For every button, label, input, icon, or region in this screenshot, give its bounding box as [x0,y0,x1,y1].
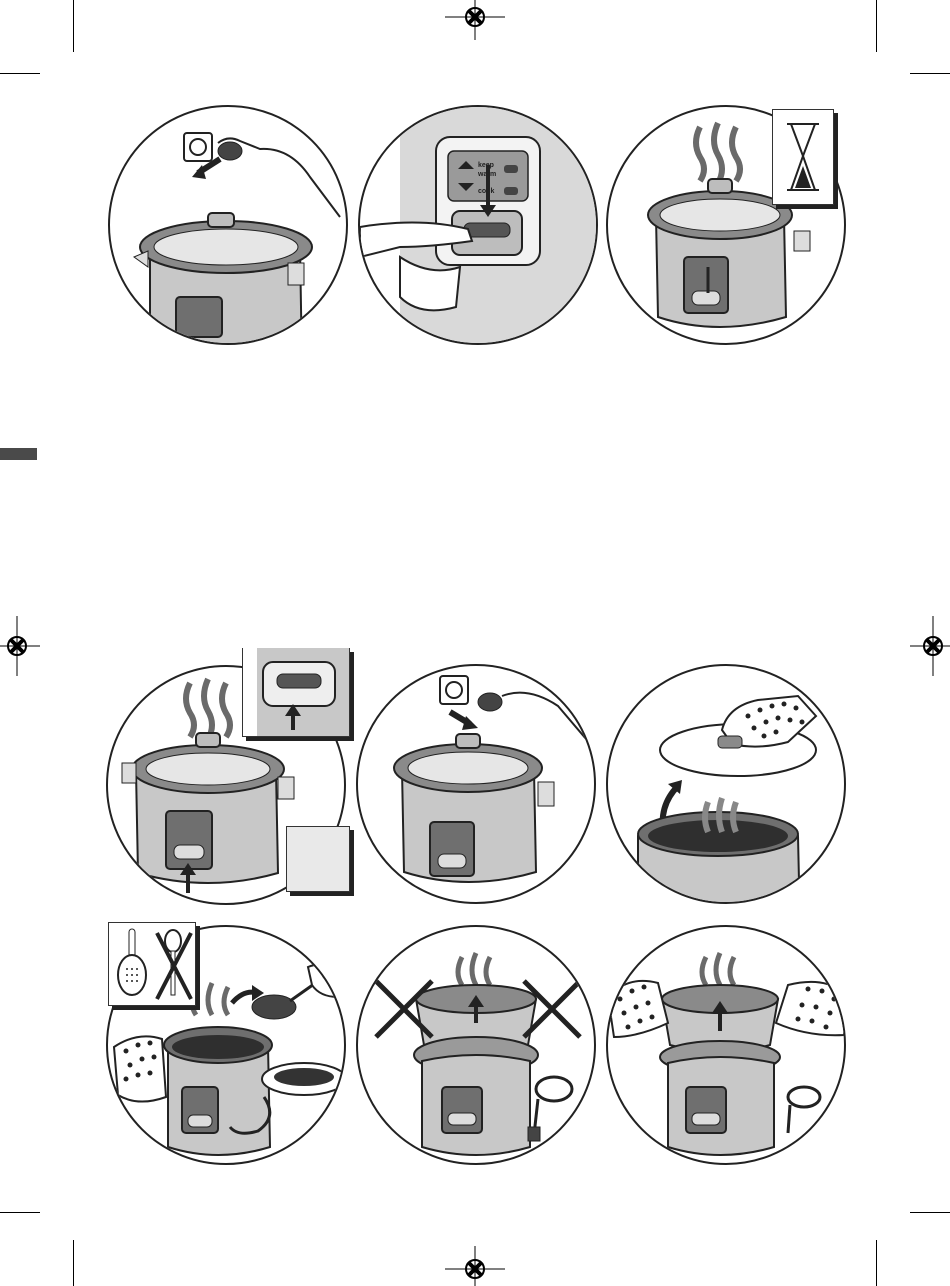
panel-plug-in [108,105,348,345]
registration-mark-icon [445,0,505,40]
panel-lift-bowl-mitts [606,925,846,1165]
utensils-inset [108,922,196,1006]
blank-inset [286,826,350,892]
crop-mark [910,73,950,74]
switch-up-icon [243,648,349,736]
panel-press-cook: keep warm cook [358,105,598,345]
crop-mark [73,0,74,52]
switch-detail-inset [242,648,350,737]
hourglass-inset [772,109,834,205]
registration-mark-icon [910,616,950,676]
section-tab [0,448,37,460]
panel-unplug [356,664,596,904]
panel-open-lid [606,664,846,904]
arrow-up-icon [608,927,846,1165]
unplug-icon [358,666,596,904]
crop-mark [910,1212,950,1213]
label-keep: keep [478,162,494,169]
cross-icon [358,927,596,1165]
crop-mark [73,1240,74,1286]
crop-mark [876,1240,877,1286]
crop-mark [0,73,40,74]
crop-mark [876,0,877,52]
registration-mark-icon [0,616,40,676]
hourglass-icon [773,110,833,204]
crop-mark [0,1212,40,1213]
oven-mitt-icon [608,666,846,904]
rice-spoon-icon [109,923,195,1005]
panel-no-lift-bare-hands [356,925,596,1165]
registration-mark-icon [445,1246,505,1286]
